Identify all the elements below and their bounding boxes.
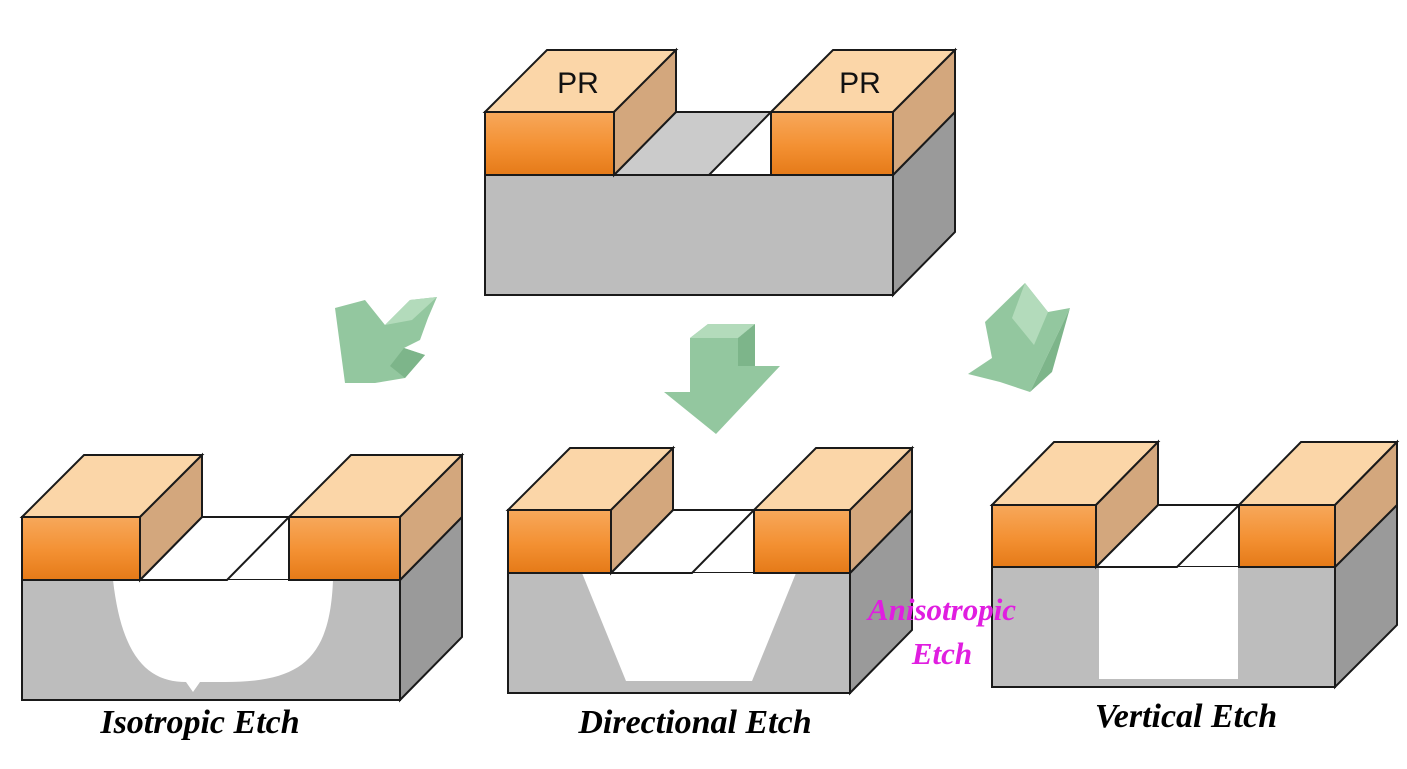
vertical-caption: Vertical Etch [1095, 698, 1277, 735]
iso-pr-left-front [21, 516, 141, 581]
dir-pr-left-front [507, 509, 612, 574]
directional-block: Directional Etch [505, 445, 915, 741]
dir-pr-right-front [753, 509, 851, 574]
isotropic-caption: Isotropic Etch [99, 704, 299, 741]
pr-label-left: PR [557, 67, 599, 100]
isotropic-block: Isotropic Etch [19, 452, 465, 741]
top-block: PR PR [482, 47, 958, 298]
top-pr-right-front [770, 111, 894, 176]
vert-etch-cavity [1099, 567, 1238, 679]
directional-caption: Directional Etch [577, 704, 811, 741]
iso-pr-right-front [288, 516, 401, 581]
vert-pr-left-front [991, 504, 1097, 568]
anisotropic-label-line2: Etch [911, 636, 972, 671]
vert-pr-right-front [1238, 504, 1336, 568]
top-substrate-front [484, 174, 894, 296]
pr-label-right: PR [839, 67, 881, 100]
arrow-to-isotropic [335, 297, 437, 383]
arrow-to-directional [664, 324, 780, 434]
anisotropic-annotation: Anisotropic Etch [866, 592, 1016, 671]
vertical-block: Vertical Etch [989, 439, 1400, 735]
dir-etch-cavity [582, 573, 796, 681]
anisotropic-label-line1: Anisotropic [866, 592, 1016, 627]
arrow-to-vertical [968, 283, 1070, 392]
iso-etch-cavity [113, 580, 333, 692]
top-pr-left-front [484, 111, 615, 176]
